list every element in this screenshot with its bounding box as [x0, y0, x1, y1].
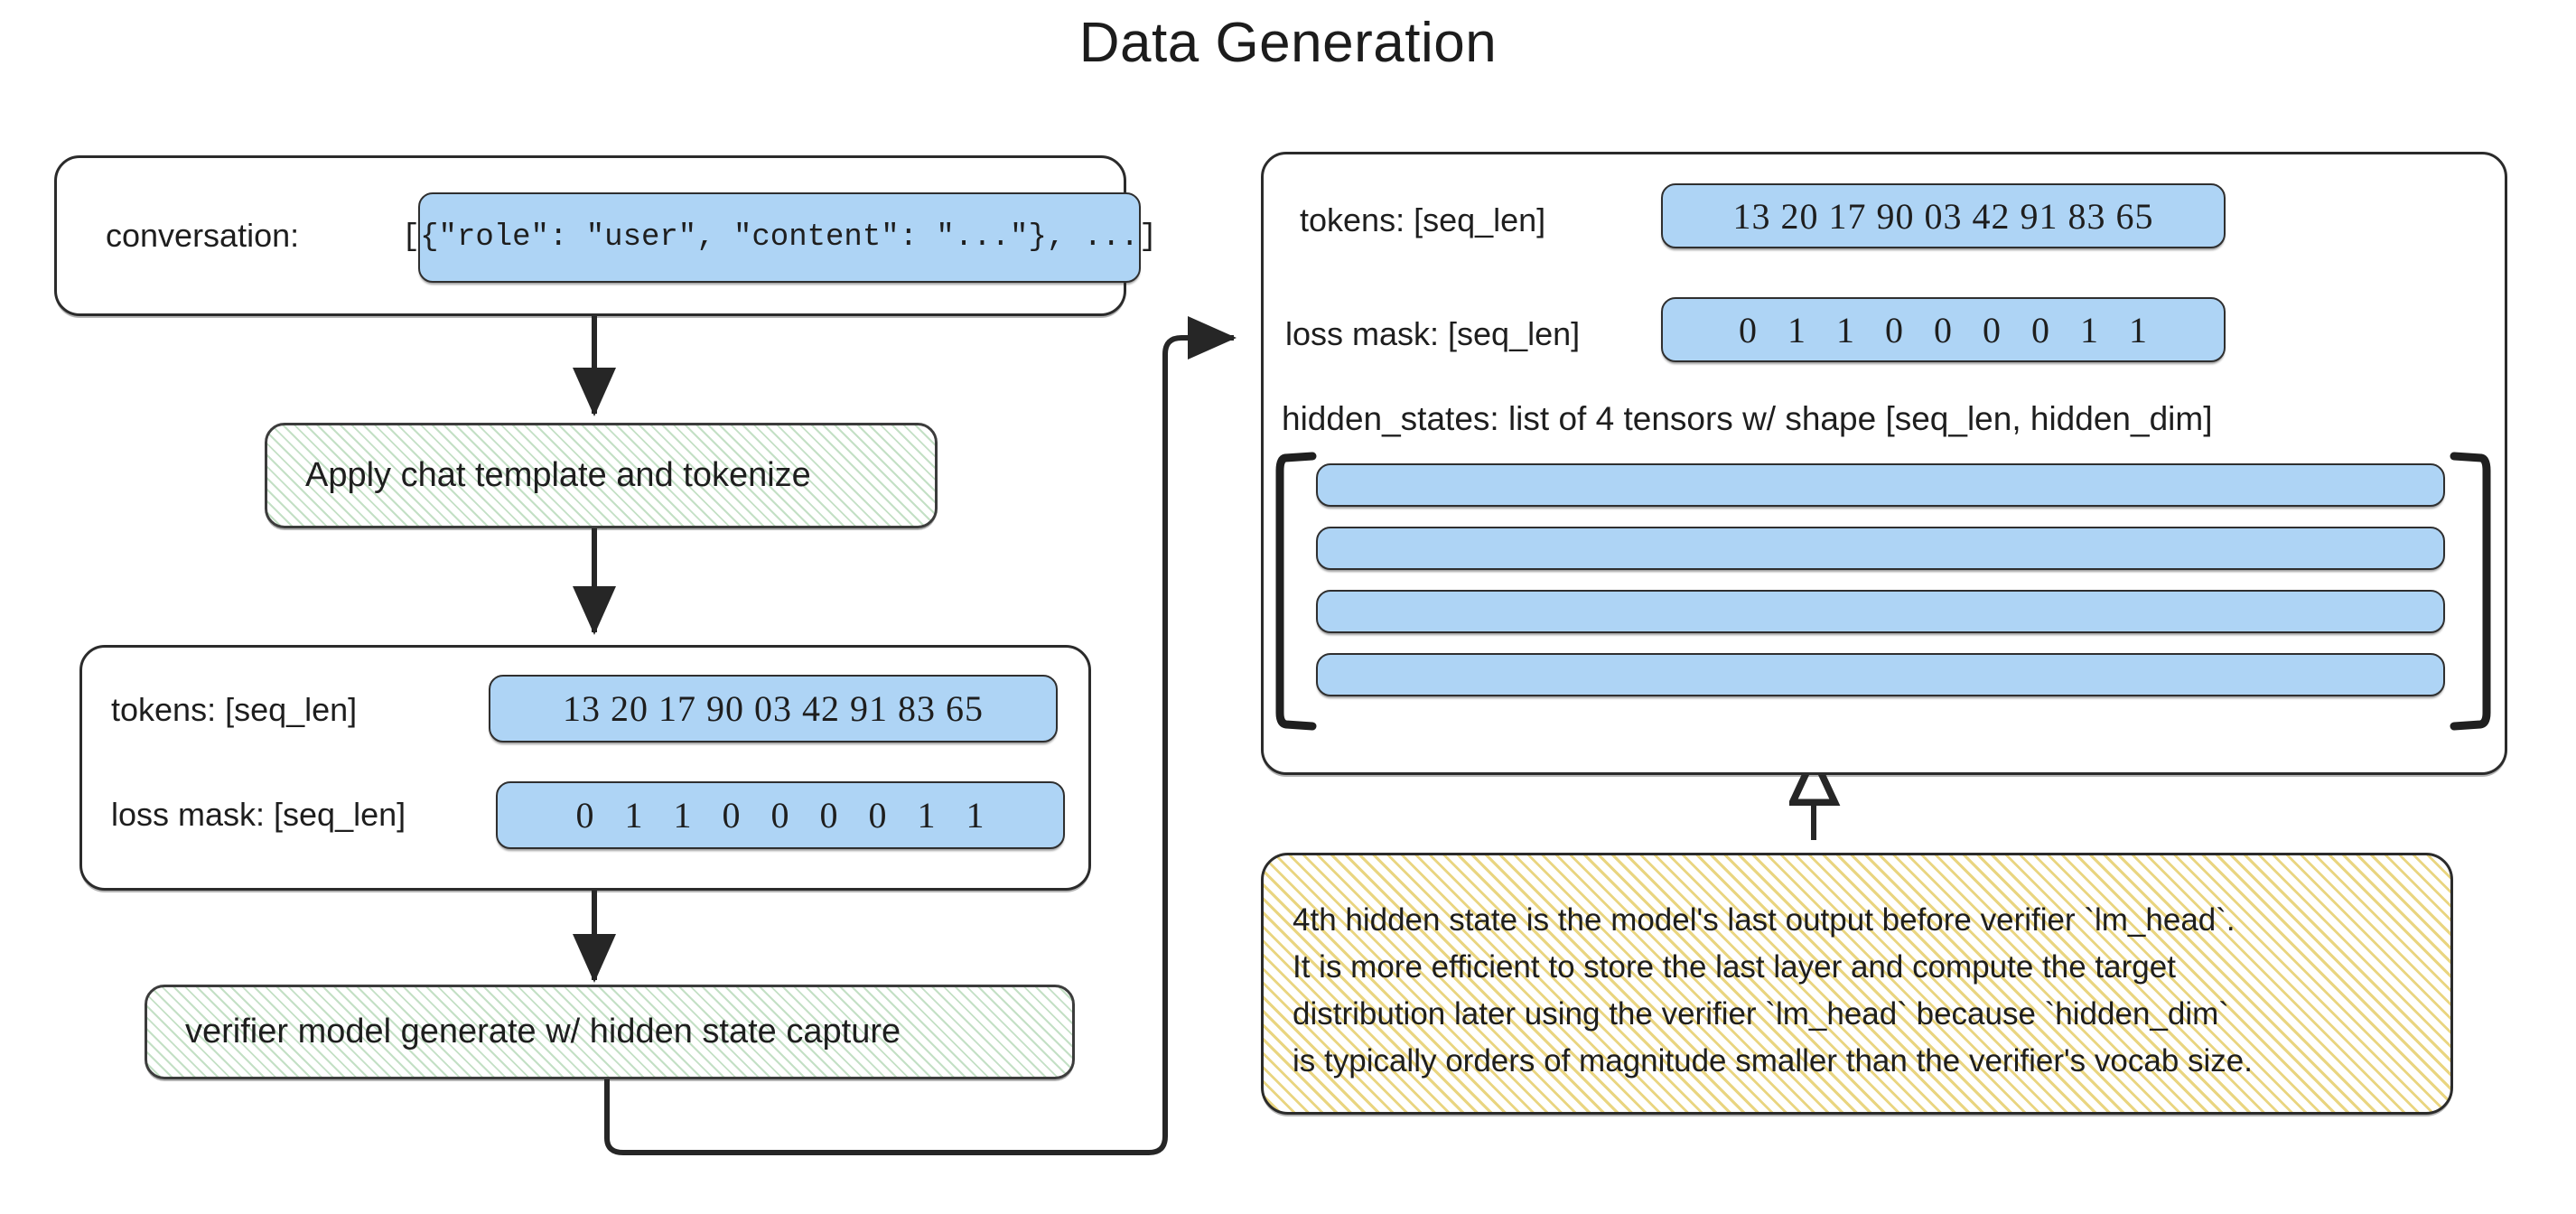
- process-apply-chat-template[interactable]: Apply chat template and tokenize: [265, 423, 938, 528]
- output-loss-mask-value-chip: 0 1 1 0 0 0 0 1 1: [1661, 297, 2226, 362]
- process-verifier-generate[interactable]: verifier model generate w/ hidden state …: [145, 985, 1075, 1079]
- hidden-state-bar-1: [1316, 463, 2445, 507]
- conversation-panel: conversation: [{"role": "user", "content…: [54, 155, 1157, 316]
- note-line-4: is typically orders of magnitude smaller…: [1293, 1043, 2253, 1079]
- note-line-2: It is more efficient to store the last l…: [1293, 949, 2176, 985]
- loss-mask-label: loss mask: [seq_len]: [111, 796, 406, 833]
- loss-mask-value-chip: 0 1 1 0 0 0 0 1 1: [496, 781, 1065, 849]
- hidden-states-left-bracket: [1275, 452, 1317, 731]
- conversation-label: conversation:: [106, 217, 300, 254]
- output-tokens-label: tokens: [seq_len]: [1300, 201, 1546, 238]
- note-line-3: distribution later using the verifier `l…: [1293, 996, 2229, 1032]
- conversation-value-chip: [{"role": "user", "content": "..."}, ...…: [402, 192, 1157, 283]
- tokens-loss-mask-panel: tokens: [seq_len] 13 20 17 90 03 42 91 8…: [79, 645, 1091, 891]
- hidden-state-note: 4th hidden state is the model's last out…: [1261, 853, 2453, 1115]
- page-title: Data Generation: [1078, 12, 1498, 74]
- output-panel: tokens: [seq_len] 13 20 17 90 03 42 91 8…: [1261, 152, 2507, 775]
- output-tokens-value-chip: 13 20 17 90 03 42 91 83 65: [1661, 183, 2226, 248]
- hidden-state-bar-4: [1316, 653, 2445, 696]
- hidden-states-right-bracket: [2450, 452, 2491, 731]
- note-line-1: 4th hidden state is the model's last out…: [1293, 902, 2235, 938]
- hidden-state-bar-2: [1316, 527, 2445, 570]
- hidden-state-bar-3: [1316, 590, 2445, 633]
- tokens-value-chip: 13 20 17 90 03 42 91 83 65: [489, 675, 1058, 742]
- output-loss-mask-label: loss mask: [seq_len]: [1285, 315, 1581, 352]
- hidden-states-label: hidden_states: list of 4 tensors w/ shap…: [1282, 400, 2213, 437]
- tokens-label: tokens: [seq_len]: [111, 691, 358, 728]
